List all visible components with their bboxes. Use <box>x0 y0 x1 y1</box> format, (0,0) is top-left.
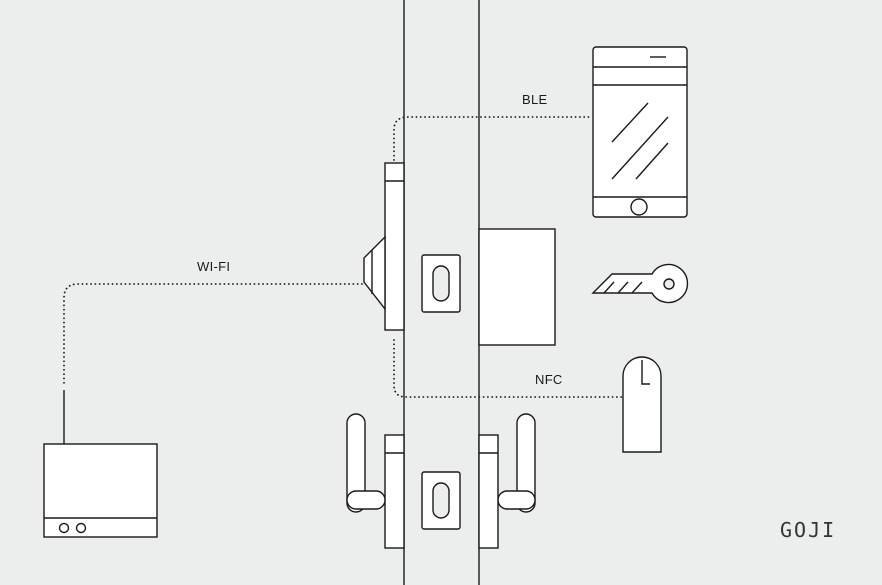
ble-connection-line <box>393 116 591 161</box>
connection-lines <box>63 116 623 398</box>
wifi-bridge-icon <box>43 390 158 538</box>
key-icon <box>591 263 689 304</box>
wifi-connection-line <box>63 283 363 386</box>
nfc-connection-line <box>393 339 623 398</box>
brand-logo: GOJI <box>780 518 836 542</box>
inner-handle-rose <box>384 434 405 549</box>
door-handles <box>346 413 536 549</box>
nfc-label: NFC <box>535 372 563 387</box>
inner-handle-lever <box>346 413 366 513</box>
smart-lock-body <box>384 162 405 331</box>
outer-handle-rose <box>478 434 499 549</box>
smart-lock <box>363 162 405 331</box>
lower-keyhole <box>432 482 450 519</box>
upper-keyhole <box>432 265 450 302</box>
smart-lock-knob <box>363 235 386 312</box>
exterior-lock-housing <box>478 228 556 346</box>
smartphone-icon <box>592 46 688 218</box>
wifi-label: WI-FI <box>197 259 230 274</box>
outer-handle-lever <box>516 413 536 513</box>
ble-label: BLE <box>522 92 548 107</box>
upper-lock-cylinder <box>421 254 461 313</box>
nfc-tag-icon <box>622 356 662 453</box>
bridge-body <box>43 443 158 538</box>
